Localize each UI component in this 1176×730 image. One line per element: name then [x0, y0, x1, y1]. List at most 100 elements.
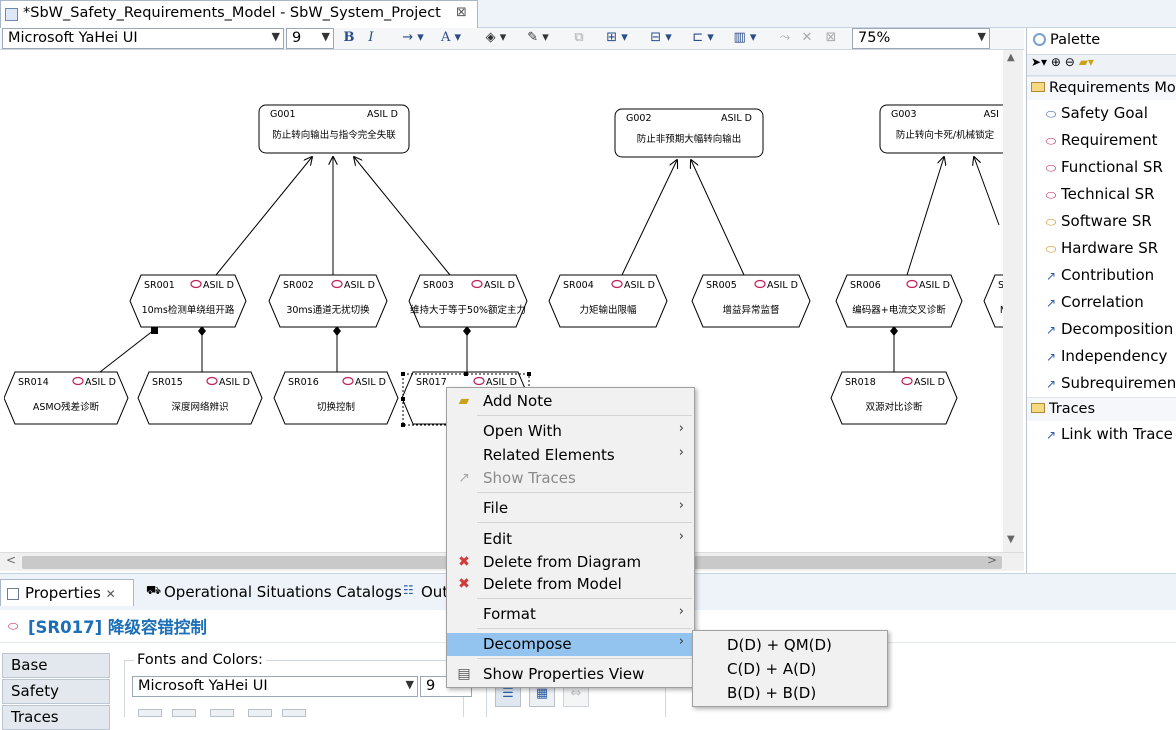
snap-icon[interactable]: ⊠ [825, 30, 837, 45]
selection-handle[interactable] [464, 372, 468, 376]
link-si-g003[interactable] [974, 157, 1000, 226]
select-all-icon[interactable]: ⊞ ▾ [606, 30, 628, 45]
palette-item-subrequirement[interactable]: ↗Subrequirement [1027, 370, 1176, 397]
fill-color-icon[interactable]: ◈ ▾ [485, 30, 507, 45]
style-button[interactable] [138, 709, 162, 717]
properties-font-select[interactable]: Microsoft YaHei UI▼ [132, 676, 418, 697]
line-style-icon[interactable]: ☰ [495, 685, 521, 707]
menu-item-add-note[interactable]: ▰Add Note [447, 390, 694, 413]
arrange-icon[interactable]: ⊟ ▾ [650, 30, 672, 45]
tab-operational-situations-catalogs[interactable]: ⛟Operational Situations Catalogs [140, 579, 408, 606]
style-button[interactable] [172, 709, 196, 717]
link-sr005-g002[interactable] [691, 160, 745, 276]
scroll-down-icon[interactable]: ▼ [1007, 534, 1015, 545]
palette-item-link-with-trace[interactable]: ↗Link with Trace [1027, 421, 1176, 448]
select-tool-icon[interactable]: ➤▾ [1031, 55, 1048, 69]
selection-handle[interactable] [401, 423, 405, 427]
palette-item-independency[interactable]: ↗Independency [1027, 343, 1176, 370]
close-icon[interactable]: ⊠ [456, 5, 467, 20]
distribute-icon[interactable]: ▥ ▾ [733, 30, 757, 45]
font-family-value: Microsoft YaHei UI [8, 30, 138, 46]
link-sr006-g003[interactable] [906, 157, 944, 276]
palette-item-software-sr[interactable]: ⬭Software SR [1027, 208, 1176, 235]
arrow-style-icon[interactable]: ⇔ [563, 685, 589, 707]
font-color-icon[interactable]: A ▾ [440, 30, 462, 45]
link-sr004-g002[interactable] [621, 160, 677, 276]
tab-outline[interactable]: ☷Out [397, 579, 454, 606]
remove-route-icon[interactable]: ✕ [801, 30, 813, 45]
note-tool-icon[interactable]: ▰▾ [1078, 55, 1094, 69]
palette-item-correlation[interactable]: ↗Correlation [1027, 289, 1176, 316]
align-icon[interactable]: ⊏ ▾ [692, 30, 714, 45]
menu-item-delete-from-diagram[interactable]: ✖Delete from Diagram [447, 551, 694, 574]
scroll-up-icon[interactable]: ▲ [1007, 52, 1015, 63]
bold-button[interactable]: B [343, 30, 355, 45]
scroll-right-icon[interactable]: > [987, 553, 998, 567]
line-dash-icon[interactable]: ▦ [529, 685, 555, 707]
font-size-select[interactable]: 9▼ [286, 28, 334, 49]
menu-item-related-elements[interactable]: Related Elements› [447, 444, 694, 467]
submenu-item-cd-ad[interactable]: C(D) + A(D) [727, 660, 817, 678]
zoom-out-icon[interactable]: ⊖ [1064, 55, 1075, 69]
palette-item-functional-sr[interactable]: ⬭Functional SR [1027, 154, 1176, 181]
drawer-traces[interactable]: Traces [1027, 397, 1176, 421]
link-sr003-g001[interactable] [354, 157, 451, 276]
style-button[interactable] [282, 709, 306, 717]
route-icon[interactable]: ⤳ [779, 30, 791, 45]
requirement-id: SR002 [283, 280, 314, 291]
palette-item-technical-sr[interactable]: ⬭Technical SR [1027, 181, 1176, 208]
menu-item-file[interactable]: File› [447, 497, 694, 520]
properties-font-value: Microsoft YaHei UI [138, 678, 268, 694]
side-tab-base[interactable]: Base [2, 653, 110, 678]
palette-item-safety-goal[interactable]: ⬭Safety Goal [1027, 100, 1176, 127]
zoom-select[interactable]: 75%▼ [852, 28, 990, 49]
scroll-left-icon[interactable]: < [6, 553, 17, 567]
line-style-icon[interactable]: → ▾ [402, 30, 424, 45]
requirement-id: SR016 [288, 377, 319, 388]
menu-item-format[interactable]: Format› [447, 603, 694, 626]
editor-tab[interactable]: *SbW_Safety_Requirements_Model - SbW_Sys… [0, 0, 478, 28]
menu-separator [477, 492, 692, 493]
palette-item-requirement[interactable]: ⬭Requirement [1027, 127, 1176, 154]
style-button[interactable] [210, 709, 234, 717]
menu-item-show-properties-view[interactable]: ▤Show Properties View [447, 663, 694, 686]
menu-item-open-with[interactable]: Open With› [447, 420, 694, 443]
zoom-in-icon[interactable]: ⊕ [1050, 55, 1061, 69]
submenu-item-dd-qmd[interactable]: D(D) + QM(D) [727, 636, 832, 654]
menu-item-edit[interactable]: Edit› [447, 528, 694, 551]
menu-item-delete-from-model[interactable]: ✖Delete from Model [447, 573, 694, 596]
vertical-scrollbar[interactable]: ▲ ▼ [1003, 50, 1023, 552]
side-tab-traces[interactable]: Traces [2, 705, 110, 730]
submenu-item-bd-bd[interactable]: B(D) + B(D) [727, 684, 817, 702]
italic-button[interactable]: I [368, 30, 374, 45]
menu-item-decompose[interactable]: Decompose› [447, 633, 694, 656]
link-sr001-g001[interactable] [215, 157, 312, 276]
safety-requirement-node[interactable]: SIM [983, 274, 1003, 328]
requirement-asil: ASIL D [203, 280, 234, 291]
palette-item-hardware-sr[interactable]: ⬭Hardware SR [1027, 235, 1176, 262]
line-color-icon[interactable]: ✎ ▾ [527, 30, 549, 45]
style-button[interactable] [248, 709, 272, 717]
palette-item-contribution[interactable]: ↗Contribution [1027, 262, 1176, 289]
copy-format-icon[interactable]: ⧉ [574, 30, 584, 45]
drawer-requirements[interactable]: Requirements Mo [1027, 76, 1176, 100]
side-tab-safety[interactable]: Safety [2, 679, 110, 704]
font-family-select[interactable]: Microsoft YaHei UI▼ [2, 28, 284, 49]
close-icon[interactable]: ✕ [105, 587, 116, 601]
tab-properties[interactable]: Properties ✕ [0, 579, 134, 606]
link-sr014-sr001[interactable] [99, 329, 155, 373]
palette-item-decomposition[interactable]: ↗Decomposition [1027, 316, 1176, 343]
